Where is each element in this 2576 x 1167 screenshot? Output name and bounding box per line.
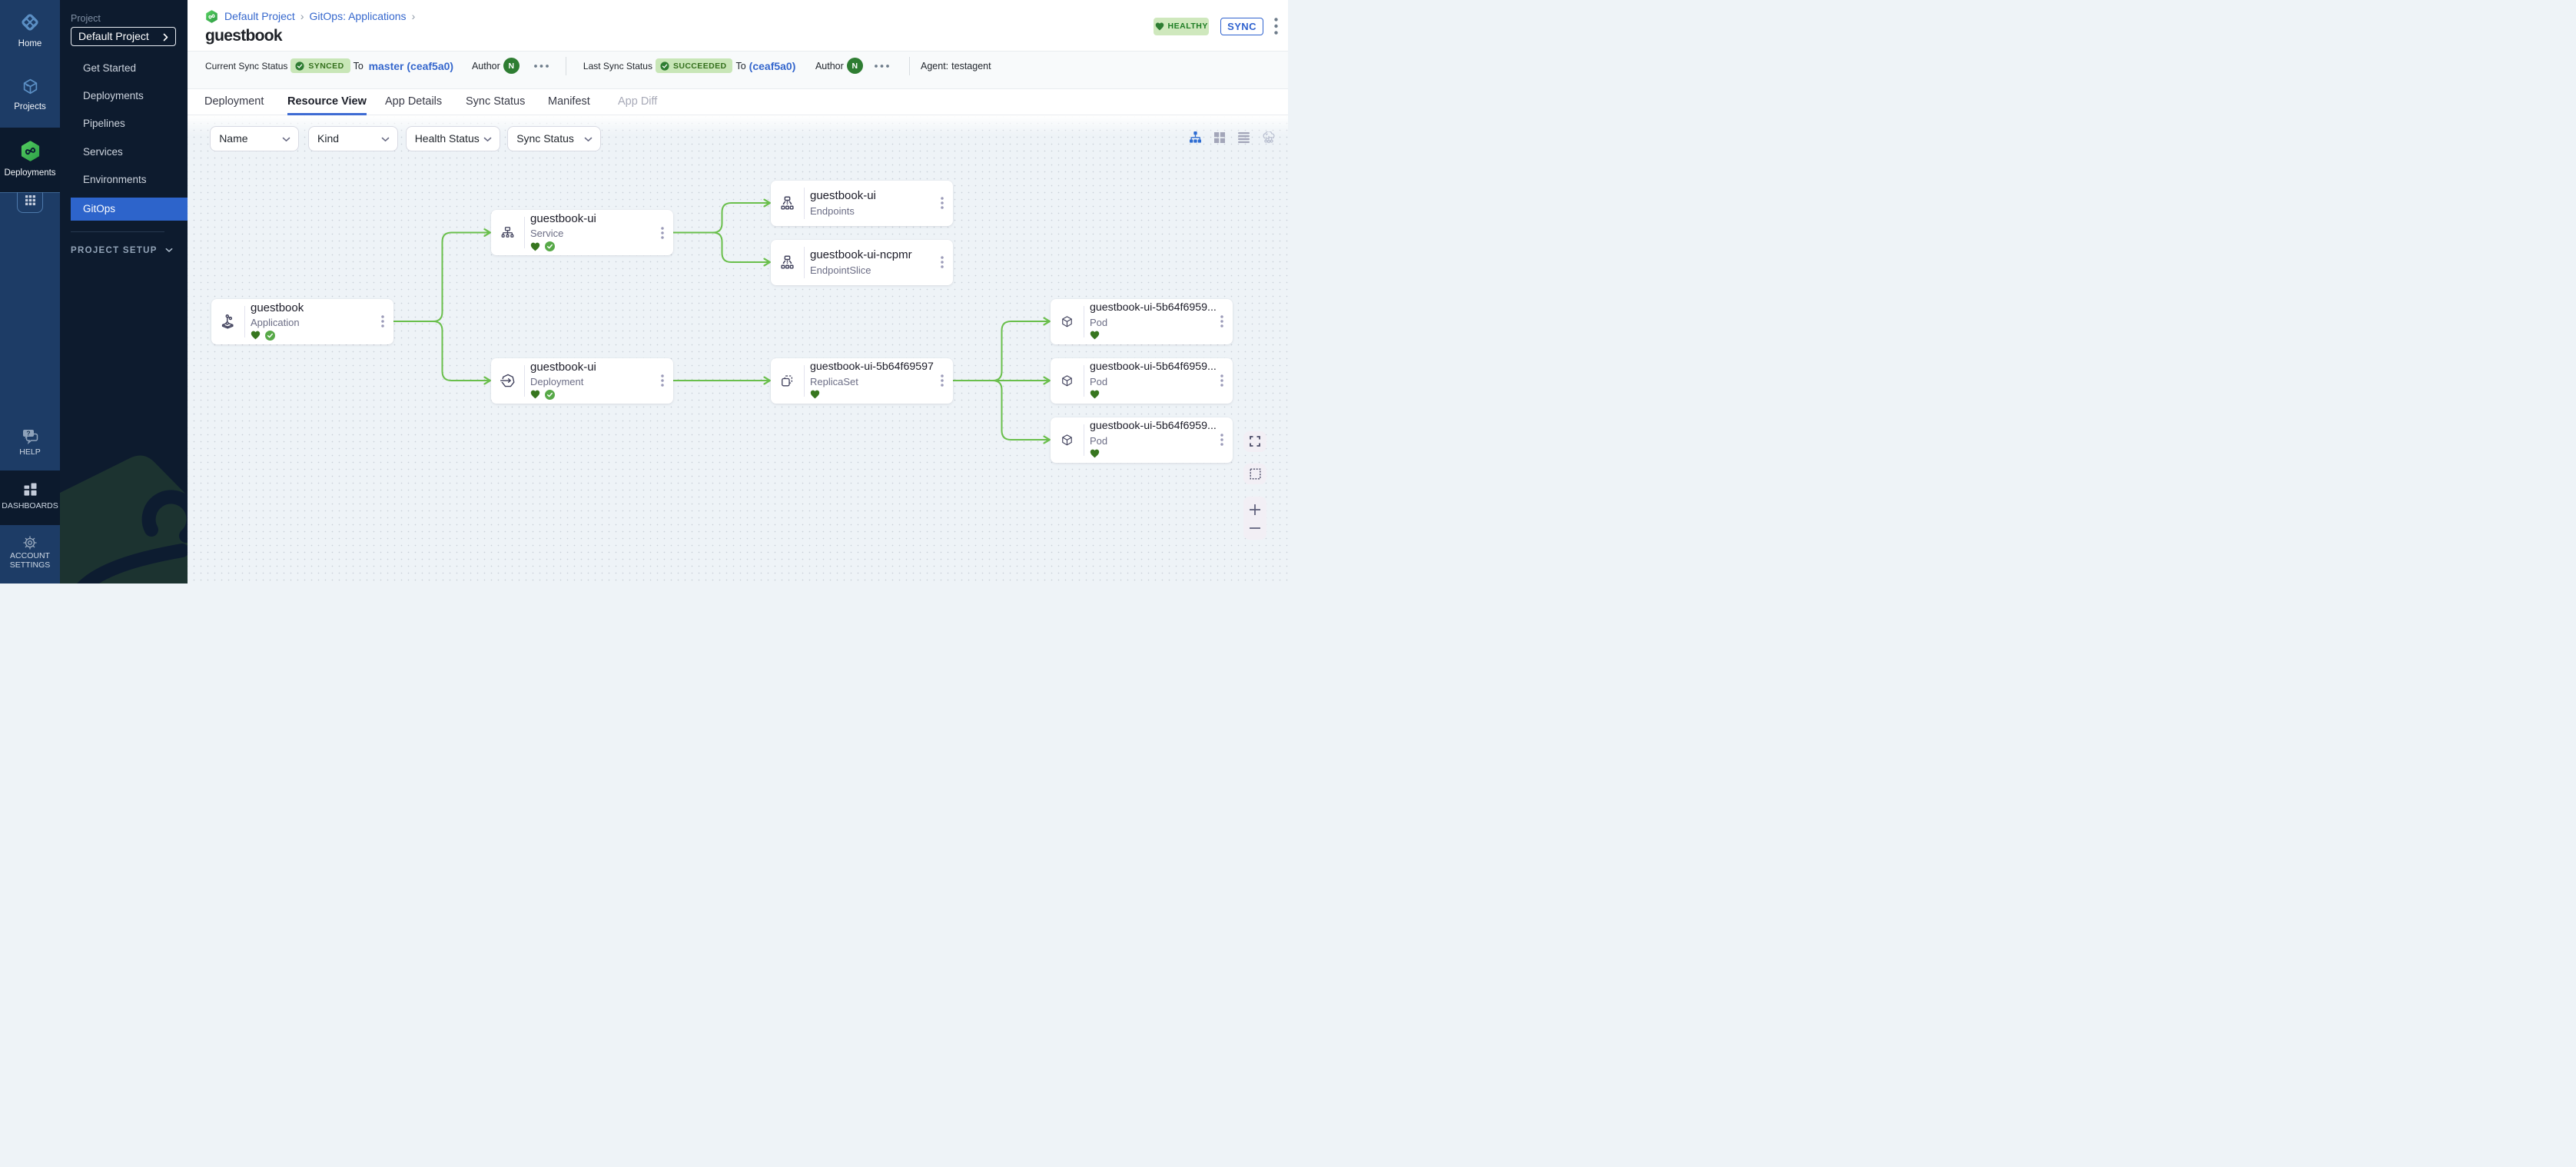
svg-text:?: ? [26, 429, 30, 437]
